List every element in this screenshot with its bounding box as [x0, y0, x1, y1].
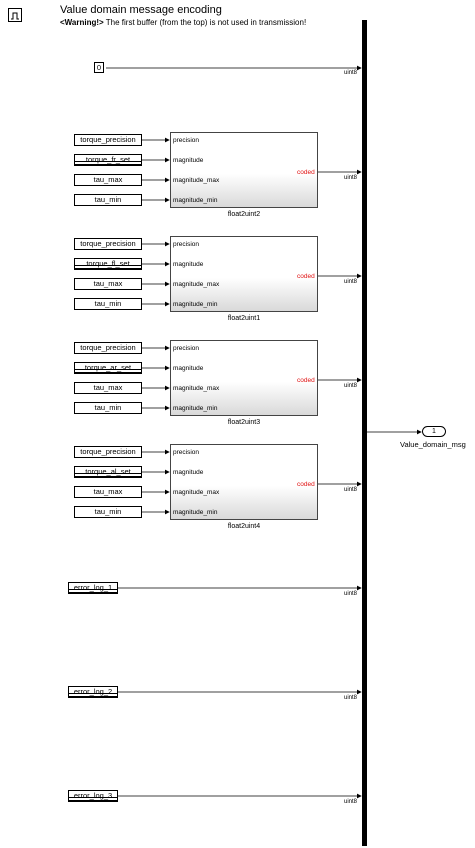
from-tau-min[interactable]: tau_min — [74, 506, 142, 518]
port-label: magnitude — [173, 469, 204, 476]
constant-block[interactable]: 0 — [94, 62, 104, 73]
signal-type-label: uint8 — [344, 175, 358, 181]
port-label: magnitude_max — [173, 489, 220, 496]
port-label: magnitude_min — [173, 509, 218, 516]
output-port-label: coded — [297, 169, 315, 176]
port-label: precision — [173, 345, 200, 352]
signal-type-label: uint8 — [344, 487, 358, 493]
subsystem-block[interactable]: precision magnitude magnitude_max magnit… — [170, 236, 318, 312]
from-torque-precision[interactable]: torque_precision — [74, 446, 142, 458]
signal-type-label: uint8 — [344, 695, 358, 701]
output-port-label: coded — [297, 377, 315, 384]
from-tau-min[interactable]: tau_min — [74, 402, 142, 414]
page-title: Value domain message encoding — [60, 4, 222, 16]
from-error-log-3[interactable]: error_log_3 — [68, 790, 118, 802]
from-tau-max[interactable]: tau_max — [74, 486, 142, 498]
subsystem-block[interactable]: precision magnitude magnitude_max magnit… — [170, 444, 318, 520]
output-port-label: coded — [297, 481, 315, 488]
port-label: precision — [173, 449, 200, 456]
port-label: magnitude_min — [173, 405, 218, 412]
signal-type-label: uint8 — [344, 799, 358, 805]
port-label: precision — [173, 137, 200, 144]
from-tau-min[interactable]: tau_min — [74, 298, 142, 310]
from-tau-max[interactable]: tau_max — [74, 382, 142, 394]
subsystem-name: float2uint2 — [227, 211, 261, 218]
from-torque-set[interactable]: torque_fl_set — [74, 258, 142, 270]
from-torque-precision[interactable]: torque_precision — [74, 342, 142, 354]
from-torque-precision[interactable]: torque_precision — [74, 134, 142, 146]
signal-type-label: uint8 — [344, 383, 358, 389]
output-port-label: coded — [297, 273, 315, 280]
signal-type-label: uint8 — [344, 70, 358, 76]
port-label: magnitude — [173, 365, 204, 372]
subsystem-name: float2uint4 — [227, 523, 261, 530]
port-label: magnitude_min — [173, 197, 218, 204]
from-torque-set[interactable]: torque_fr_set — [74, 154, 142, 166]
from-error-log-1[interactable]: error_log_1 — [68, 582, 118, 594]
from-tau-min[interactable]: tau_min — [74, 194, 142, 206]
from-torque-set[interactable]: torque_ar_set — [74, 362, 142, 374]
port-label: magnitude_min — [173, 301, 218, 308]
bus-creator[interactable] — [362, 20, 367, 846]
port-label: magnitude — [173, 157, 204, 164]
warning-tag: <Warning!> — [60, 18, 104, 27]
outport-block[interactable]: 1 — [422, 426, 446, 437]
signal-type-label: uint8 — [344, 591, 358, 597]
from-tau-max[interactable]: tau_max — [74, 174, 142, 186]
subsystem-name: float2uint1 — [227, 315, 261, 322]
warning-note: <Warning!> The first buffer (from the to… — [60, 18, 306, 27]
from-tau-max[interactable]: tau_max — [74, 278, 142, 290]
port-label: magnitude_max — [173, 177, 220, 184]
port-label: magnitude_max — [173, 385, 220, 392]
signal-type-label: uint8 — [344, 279, 358, 285]
subsystem-block[interactable]: precision magnitude magnitude_max magnit… — [170, 132, 318, 208]
outport-name: Value_domain_msg — [400, 440, 466, 449]
from-error-log-2[interactable]: error_log_2 — [68, 686, 118, 698]
port-label: magnitude — [173, 261, 204, 268]
from-torque-precision[interactable]: torque_precision — [74, 238, 142, 250]
subsystem-block[interactable]: precision magnitude magnitude_max magnit… — [170, 340, 318, 416]
step-icon — [8, 8, 22, 22]
warning-text: The first buffer (from the top) is not u… — [103, 18, 307, 27]
from-torque-set[interactable]: torque_al_set — [74, 466, 142, 478]
port-label: magnitude_max — [173, 281, 220, 288]
subsystem-name: float2uint3 — [227, 419, 261, 426]
port-label: precision — [173, 241, 200, 248]
